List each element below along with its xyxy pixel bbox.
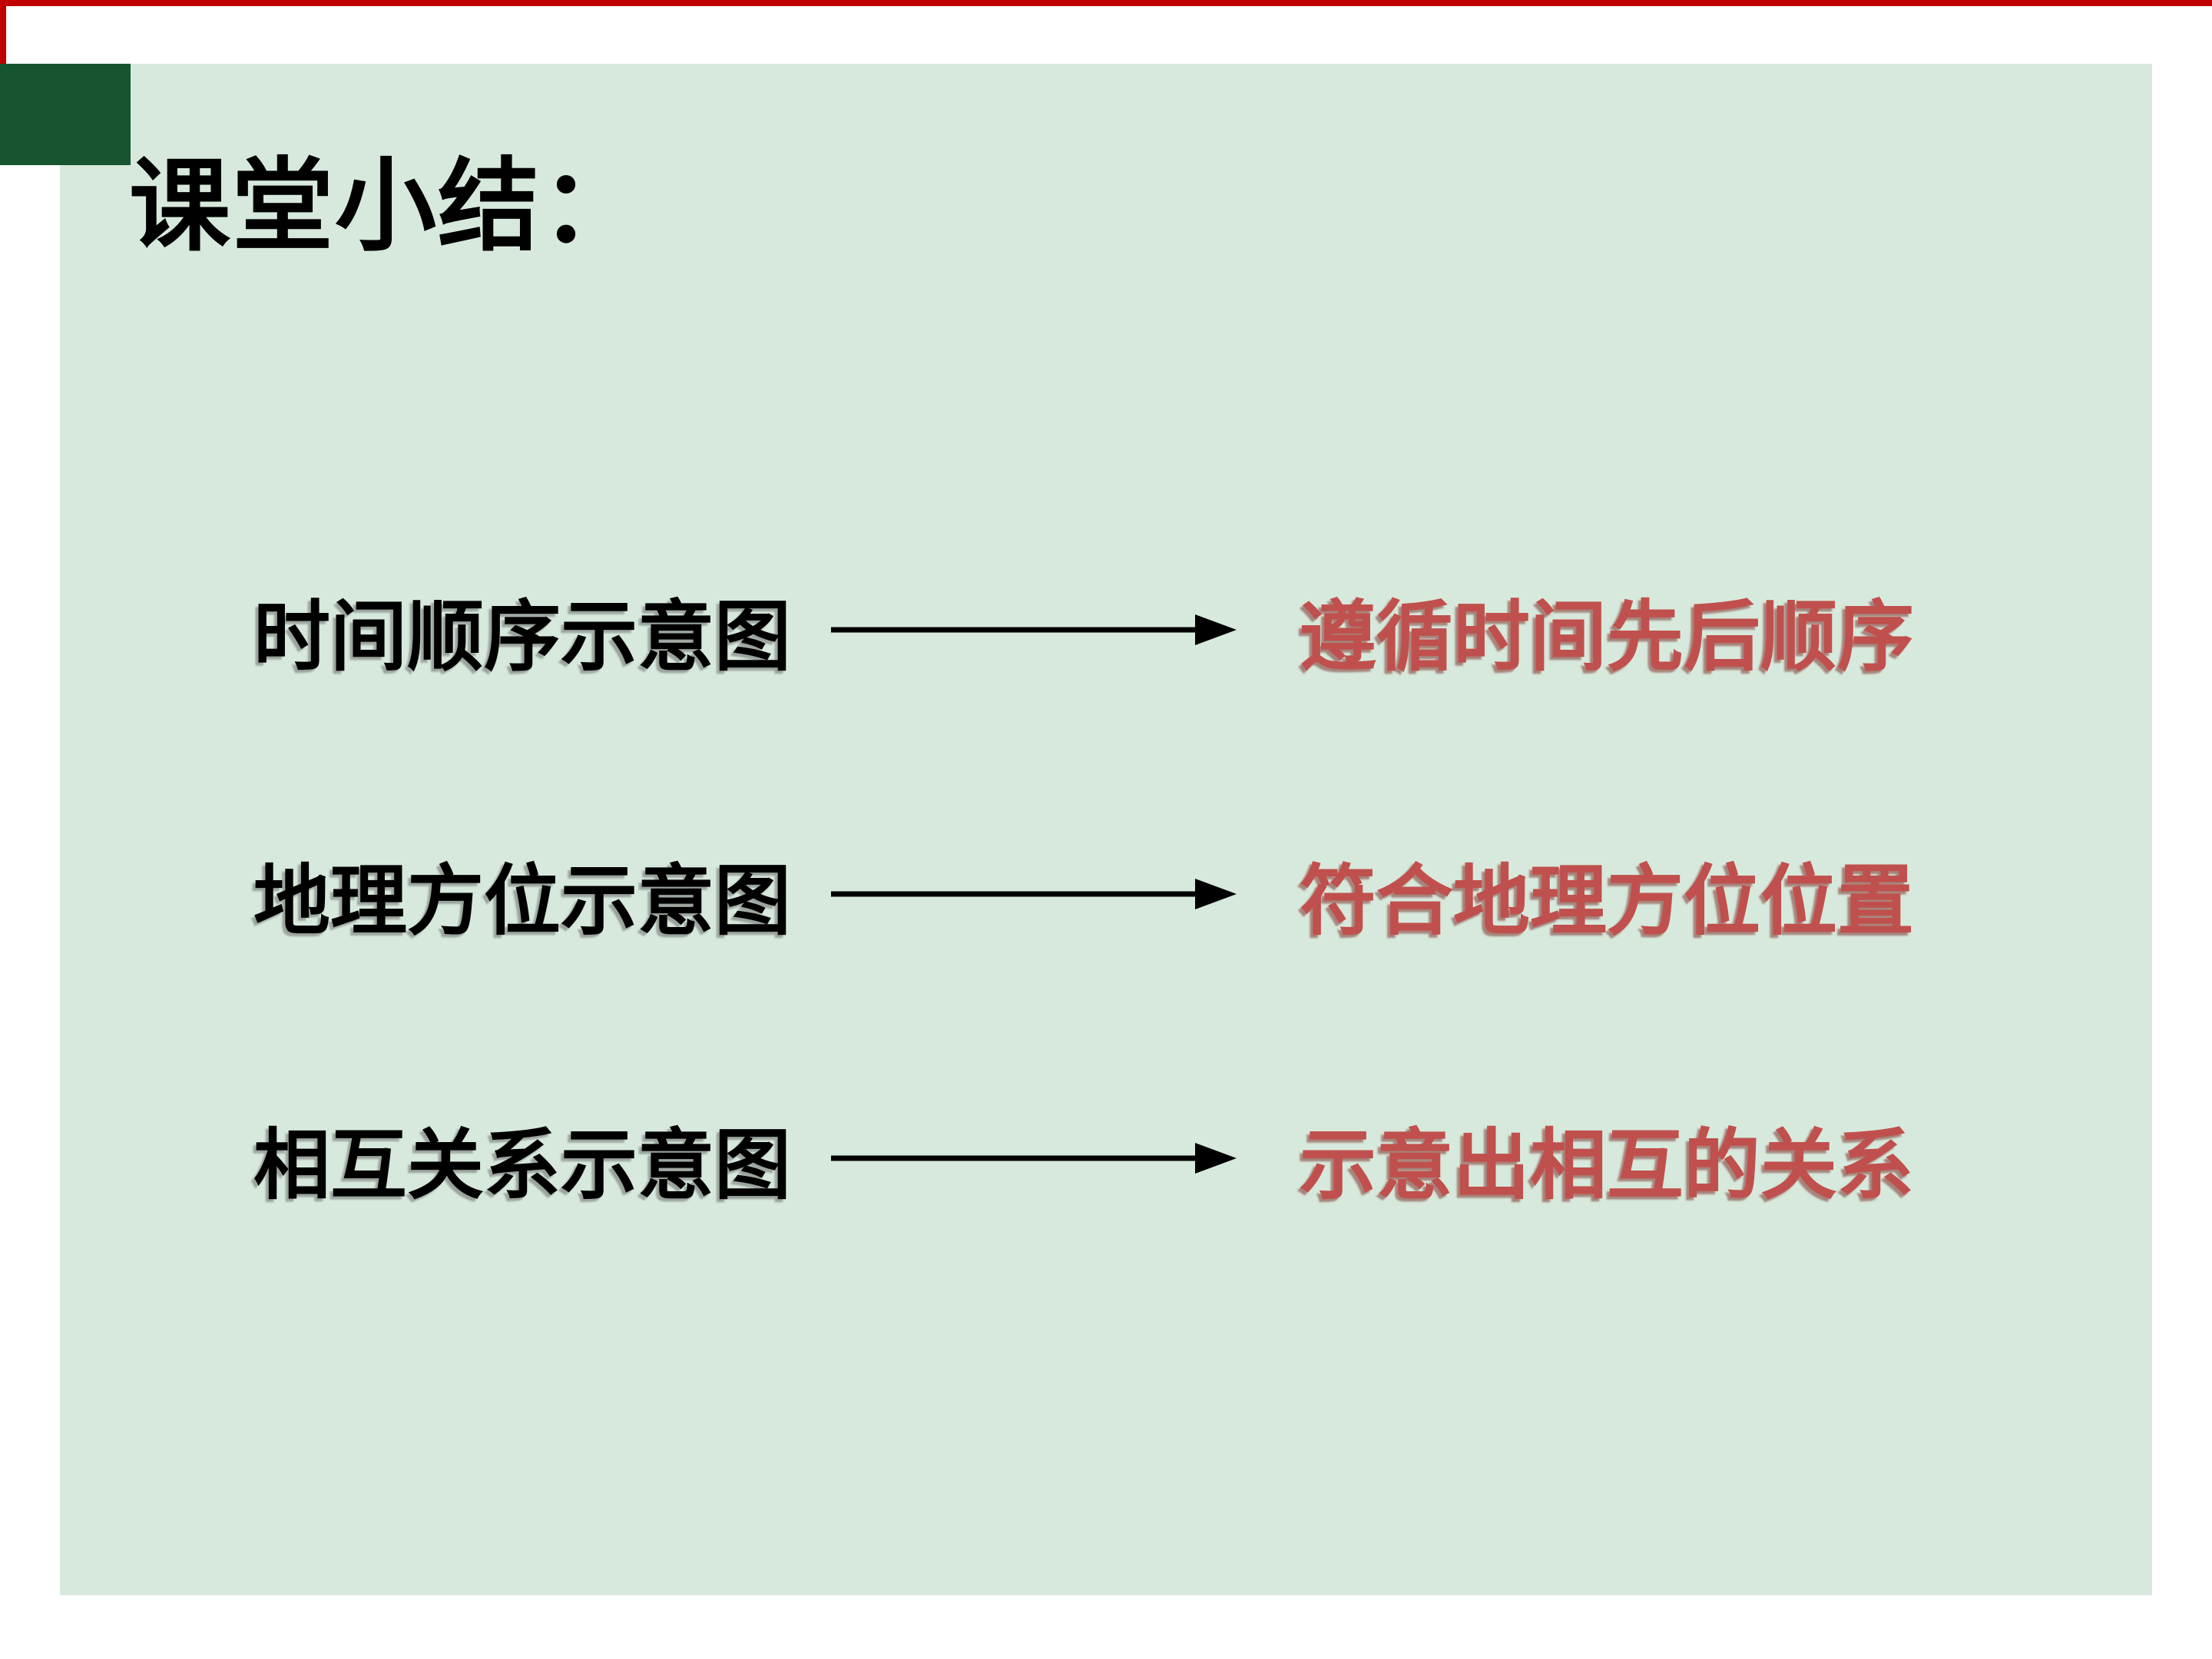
slide-background — [60, 64, 2152, 1595]
row-result: 符合地理方位位置 — [1300, 859, 1914, 945]
arrow-right-icon — [831, 879, 1237, 909]
summary-row-time-order: 时间顺序示意图 遵循时间先后顺序 — [0, 568, 2212, 691]
left-accent-stripe — [0, 0, 6, 65]
corner-accent-square — [0, 64, 131, 165]
summary-row-mutual-relation: 相互关系示意图 示意出相互的关系 — [0, 1097, 2212, 1220]
row-result: 遵循时间先后顺序 — [1300, 594, 1914, 680]
row-label: 时间顺序示意图 — [253, 594, 791, 680]
page-title: 课堂小结： — [129, 150, 644, 263]
arrow-right-icon — [831, 1143, 1237, 1174]
row-label: 相互关系示意图 — [253, 1123, 791, 1209]
top-accent-stripe — [0, 0, 2212, 6]
row-label: 地理方位示意图 — [253, 859, 791, 945]
arrow-right-icon — [831, 614, 1237, 645]
summary-row-geo-position: 地理方位示意图 符合地理方位位置 — [0, 833, 2212, 955]
row-result: 示意出相互的关系 — [1300, 1123, 1914, 1209]
